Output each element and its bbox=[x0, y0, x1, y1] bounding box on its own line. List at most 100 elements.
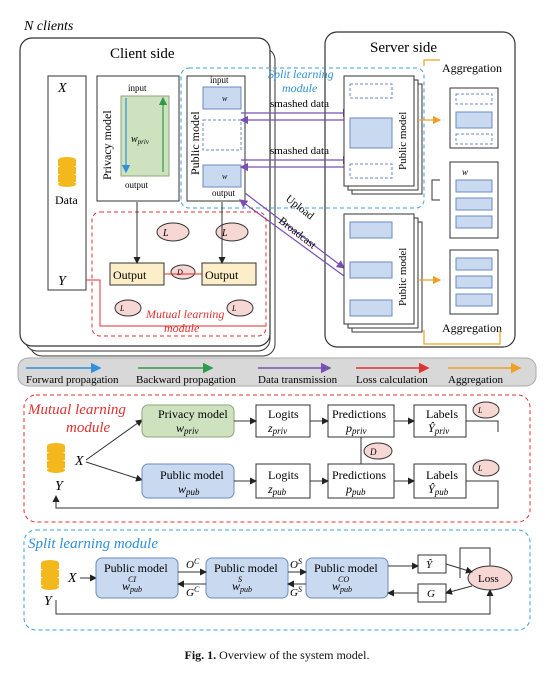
labels-pub-box bbox=[413, 463, 467, 499]
svg-text:Public model: Public model bbox=[397, 248, 409, 306]
svg-text:GS: GS bbox=[290, 585, 302, 599]
svg-text:wpubCO: wpubCO bbox=[332, 575, 352, 594]
split-client-public-model-co bbox=[305, 557, 389, 599]
svg-text:Ŷpub: Ŷpub bbox=[428, 482, 449, 497]
database-icon bbox=[41, 560, 59, 590]
svg-text:Privacy model: Privacy model bbox=[158, 407, 228, 421]
svg-text:Logits: Logits bbox=[268, 468, 299, 482]
svg-text:G: G bbox=[427, 588, 435, 600]
predictions-priv-box bbox=[327, 404, 395, 438]
svg-text:L: L bbox=[119, 304, 125, 313]
x-label: X bbox=[57, 81, 67, 96]
svg-text:Predictions: Predictions bbox=[332, 407, 386, 421]
smashed-data-2: smashed data bbox=[270, 145, 329, 157]
svg-text:w: w bbox=[222, 94, 228, 103]
svg-text:zpub: zpub bbox=[267, 482, 287, 497]
figure-number: Fig. 1. bbox=[184, 648, 217, 662]
svg-text:OC: OC bbox=[186, 557, 200, 571]
legend-forward: Forward propagation bbox=[26, 374, 119, 386]
database-icon bbox=[58, 157, 76, 187]
d-jl-bubble-top bbox=[170, 264, 196, 280]
svg-text:Public model: Public model bbox=[397, 112, 409, 170]
split-client-public-model-ci bbox=[95, 557, 179, 599]
client-public-model-label: Public model bbox=[188, 111, 202, 175]
legend-data-transmission: Data transmission bbox=[258, 374, 338, 386]
aggregation-top-label: Aggregation bbox=[442, 61, 502, 75]
svg-text:Output: Output bbox=[205, 268, 239, 282]
l-pub-bubble bbox=[215, 222, 249, 242]
public-input-label: input bbox=[210, 75, 229, 85]
figure-caption-text: Overview of the system model. bbox=[219, 648, 370, 662]
svg-text:Labels: Labels bbox=[426, 407, 458, 421]
logits-priv-box bbox=[255, 404, 311, 438]
logits-pub-box bbox=[255, 463, 311, 499]
legend-loss: Loss calculation bbox=[356, 374, 428, 386]
legend: Forward propagation Backward propagation… bbox=[17, 357, 537, 387]
mutual-learning-title-1: Mutual learning bbox=[145, 307, 224, 321]
figure-caption: Fig. 1. Overview of the system model. bbox=[0, 648, 554, 663]
system-model-figure: N clients Client side Server side X Y Da… bbox=[17, 19, 537, 631]
svg-text:X: X bbox=[67, 571, 77, 586]
svg-text:X: X bbox=[74, 454, 84, 469]
privacy-output-label: output bbox=[125, 180, 149, 190]
broadcast-label: Broadcast bbox=[276, 215, 318, 252]
svg-text:w: w bbox=[222, 172, 228, 181]
n-clients-label: N clients bbox=[23, 19, 74, 34]
server-side-title: Server side bbox=[370, 40, 437, 56]
svg-text:Output: Output bbox=[113, 268, 147, 282]
split-learning-title-1: Split learning bbox=[268, 67, 334, 81]
top-overview: N clients Client side Server side X Y Da… bbox=[19, 19, 516, 357]
svg-text:GC: GC bbox=[186, 585, 200, 599]
svg-text:Loss: Loss bbox=[478, 573, 499, 585]
data-label: Data bbox=[55, 193, 78, 207]
svg-text:Y: Y bbox=[44, 594, 54, 609]
aggregation-bottom-label: Aggregation bbox=[442, 321, 502, 335]
y-label: Y bbox=[58, 274, 68, 289]
svg-text:zpriv: zpriv bbox=[267, 421, 287, 436]
d-jl-bubble bbox=[363, 442, 393, 460]
svg-text:Ŷ: Ŷ bbox=[426, 559, 434, 571]
svg-text:L: L bbox=[231, 304, 237, 313]
split-learning-detail: Split learning module X Y Public model w… bbox=[23, 529, 531, 631]
mutual-detail-title-1: Mutual learning bbox=[27, 402, 126, 418]
mutual-detail-title-2: module bbox=[66, 420, 111, 436]
svg-text:wpriv: wpriv bbox=[176, 421, 199, 436]
mutual-learning-title-2: module bbox=[164, 321, 200, 335]
mutual-learning-region-top bbox=[91, 211, 267, 337]
split-server-public-model-s bbox=[205, 557, 289, 599]
svg-text:Logits: Logits bbox=[268, 407, 299, 421]
svg-text:L: L bbox=[477, 406, 483, 415]
legend-aggregation: Aggregation bbox=[448, 374, 503, 386]
svg-text:D: D bbox=[369, 447, 377, 457]
svg-text:L: L bbox=[162, 228, 169, 239]
svg-text:wpub: wpub bbox=[178, 482, 200, 497]
smashed-data-1: smashed data bbox=[270, 98, 329, 110]
svg-text:Ŷpriv: Ŷpriv bbox=[428, 421, 449, 436]
split-learning-title-2: module bbox=[282, 81, 318, 95]
svg-text:L: L bbox=[477, 464, 483, 473]
w-priv-label: wpriv bbox=[131, 134, 150, 146]
svg-text:w: w bbox=[462, 167, 468, 177]
svg-text:ppub: ppub bbox=[345, 482, 366, 497]
svg-text:Y: Y bbox=[55, 479, 65, 494]
split-learning-region bbox=[180, 67, 425, 209]
svg-text:Public model: Public model bbox=[214, 561, 278, 575]
svg-text:D: D bbox=[176, 268, 183, 277]
svg-text:wpubCI: wpubCI bbox=[122, 575, 142, 594]
mutual-learning-detail: Mutual learning module X Y Privacy model… bbox=[23, 394, 531, 523]
svg-text:Public model: Public model bbox=[104, 561, 168, 575]
privacy-model-label: Privacy model bbox=[100, 110, 114, 180]
l-priv-bubble bbox=[156, 222, 190, 242]
svg-text:Predictions: Predictions bbox=[332, 468, 386, 482]
legend-backward: Backward propagation bbox=[136, 374, 236, 386]
svg-text:Public model: Public model bbox=[314, 561, 378, 575]
privacy-input-label: input bbox=[128, 83, 147, 93]
svg-text:ppriv: ppriv bbox=[345, 421, 367, 436]
svg-text:L: L bbox=[221, 228, 228, 239]
client-side-title: Client side bbox=[110, 46, 175, 62]
privacy-weights bbox=[120, 95, 170, 177]
svg-text:Public model: Public model bbox=[160, 468, 224, 482]
svg-text:wpubS: wpubS bbox=[232, 575, 252, 594]
database-icon bbox=[47, 443, 65, 473]
svg-text:OS: OS bbox=[290, 557, 302, 571]
